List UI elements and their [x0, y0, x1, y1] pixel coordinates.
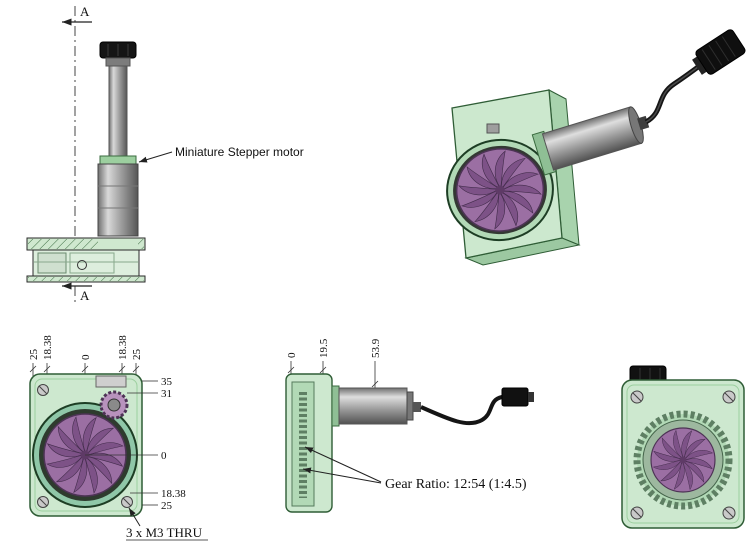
lead-screw-shaft: [108, 65, 128, 159]
cable: [644, 61, 704, 125]
cable-highlight: [645, 63, 703, 123]
back-view: [621, 365, 745, 529]
side-view: 0 19.5 53.9 Gear Ratio: 12:54 (1:4.5): [285, 338, 534, 513]
motor-terminal: [413, 402, 421, 412]
gear-ratio-leader-1: [304, 446, 382, 483]
iso-motor: [531, 106, 650, 176]
motor-endcap: [406, 391, 414, 421]
section-marker-a-top: A: [80, 4, 90, 19]
back-fan: [651, 428, 715, 492]
dim-right-31: 31: [161, 388, 172, 400]
side-connector: [501, 387, 534, 407]
dim-right-0: 0: [161, 450, 167, 462]
top-screw-boss: [486, 123, 500, 134]
motor-flange: [331, 385, 340, 427]
motor-callout: Miniature Stepper motor: [175, 145, 304, 159]
motor-callout-leader: [138, 151, 173, 163]
motor-body: [97, 163, 139, 237]
dim-side-539: 53.9: [370, 338, 382, 358]
iso-connector: [692, 29, 746, 75]
gear-ratio-leader-2: [302, 467, 382, 484]
pinion-hub: [107, 398, 121, 412]
right-dim-lines: [85, 380, 158, 506]
dim-side-195: 19.5: [318, 338, 330, 358]
gearbox-base-section: [26, 237, 146, 283]
section-marker-a-bottom: A: [80, 288, 90, 303]
back-corner-screws: [630, 390, 736, 520]
dim-top-4: 18.38: [117, 335, 129, 360]
shaft-collar: [105, 57, 131, 67]
iso-fan-assembly: [446, 138, 554, 242]
side-motor-body: [338, 387, 408, 425]
front-view: 25 18.38 0 18.38 25: [28, 335, 208, 541]
dim-top-2: 18.38: [42, 335, 54, 360]
corner-screws: [37, 384, 133, 508]
section-side-view: A A Miniature Stepper motor: [26, 4, 304, 304]
m3-thru-note: 3 x M3 THRU: [126, 525, 203, 540]
dim-top-5: 25: [131, 349, 143, 361]
top-bracket: [95, 375, 127, 388]
dim-side-0: 0: [286, 352, 298, 358]
gear-ratio-note: Gear Ratio: 12:54 (1:4.5): [385, 477, 527, 492]
top-extension-lines: [29, 363, 140, 376]
dim-right-35: 35: [161, 376, 173, 388]
isometric-view: [446, 29, 746, 266]
dim-top-1: 25: [28, 349, 40, 361]
dim-right-25: 25: [161, 500, 173, 512]
m3-leader: [128, 507, 141, 527]
dim-right-1838: 18.38: [161, 488, 186, 500]
side-cable: [420, 395, 503, 426]
back-plate-inner-edge: [626, 384, 740, 524]
motor-cap: [99, 155, 137, 165]
dim-top-3: 0: [80, 354, 92, 360]
